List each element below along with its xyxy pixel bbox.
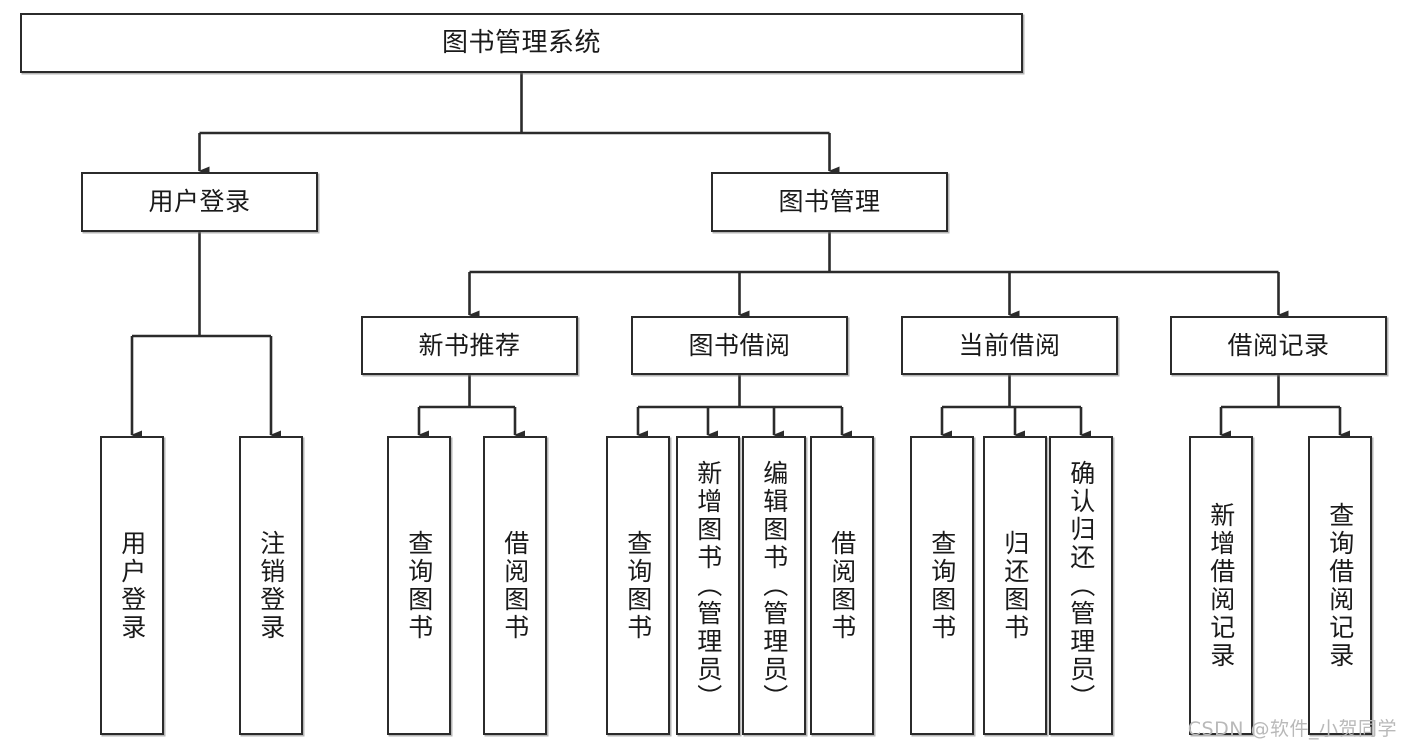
node-leaf-logout-label: 注销登录 — [256, 529, 286, 642]
node-book-manage-label: 图书管理 — [778, 187, 881, 217]
node-current-borrow-label: 当前借阅 — [958, 330, 1061, 360]
node-borrow-record-label: 借阅记录 — [1227, 330, 1330, 360]
node-new-book-rec[interactable]: 新书推荐 — [361, 316, 578, 375]
node-leaf-confirm-return-label: 确认归还（管理员） — [1066, 459, 1096, 712]
node-leaf-edit-book-label: 编辑图书（管理员） — [759, 459, 789, 712]
node-book-borrow[interactable]: 图书借阅 — [631, 316, 848, 375]
node-leaf-return-book[interactable]: 归还图书 — [983, 436, 1047, 735]
node-leaf-query-record[interactable]: 查询借阅记录 — [1308, 436, 1372, 735]
node-leaf-borrow-book-1-label: 借阅图书 — [500, 529, 530, 642]
node-leaf-return-book-label: 归还图书 — [1000, 529, 1030, 642]
node-leaf-add-book-label: 新增图书（管理员） — [693, 459, 723, 712]
node-leaf-edit-book[interactable]: 编辑图书（管理员） — [742, 436, 806, 735]
node-leaf-query-book-3-label: 查询图书 — [927, 529, 957, 642]
node-leaf-borrow-book-2-label: 借阅图书 — [827, 529, 857, 642]
node-leaf-add-record-label: 新增借阅记录 — [1206, 501, 1236, 670]
node-leaf-query-book-1-label: 查询图书 — [404, 529, 434, 642]
node-book-manage[interactable]: 图书管理 — [711, 172, 948, 232]
node-leaf-user-login-label: 用户登录 — [117, 529, 147, 642]
node-user-login[interactable]: 用户登录 — [81, 172, 318, 232]
node-user-login-label: 用户登录 — [148, 187, 251, 217]
node-new-book-rec-label: 新书推荐 — [418, 330, 521, 360]
node-leaf-query-book-2-label: 查询图书 — [623, 529, 653, 642]
node-leaf-query-book-3[interactable]: 查询图书 — [910, 436, 974, 735]
node-borrow-record[interactable]: 借阅记录 — [1170, 316, 1387, 375]
node-leaf-borrow-book-1[interactable]: 借阅图书 — [483, 436, 547, 735]
node-root-label: 图书管理系统 — [441, 27, 601, 58]
node-leaf-query-book-1[interactable]: 查询图书 — [387, 436, 451, 735]
csdn-watermark: CSDN @软件_小贺同学 — [1187, 718, 1397, 740]
node-leaf-add-record[interactable]: 新增借阅记录 — [1189, 436, 1253, 735]
node-leaf-query-record-label: 查询借阅记录 — [1325, 501, 1355, 670]
node-book-borrow-label: 图书借阅 — [688, 330, 791, 360]
node-leaf-logout[interactable]: 注销登录 — [239, 436, 303, 735]
node-leaf-user-login[interactable]: 用户登录 — [100, 436, 164, 735]
node-leaf-confirm-return[interactable]: 确认归还（管理员） — [1049, 436, 1113, 735]
node-leaf-query-book-2[interactable]: 查询图书 — [606, 436, 670, 735]
node-root[interactable]: 图书管理系统 — [20, 13, 1023, 73]
node-leaf-add-book[interactable]: 新增图书（管理员） — [676, 436, 740, 735]
node-leaf-borrow-book-2[interactable]: 借阅图书 — [810, 436, 874, 735]
node-current-borrow[interactable]: 当前借阅 — [901, 316, 1118, 375]
